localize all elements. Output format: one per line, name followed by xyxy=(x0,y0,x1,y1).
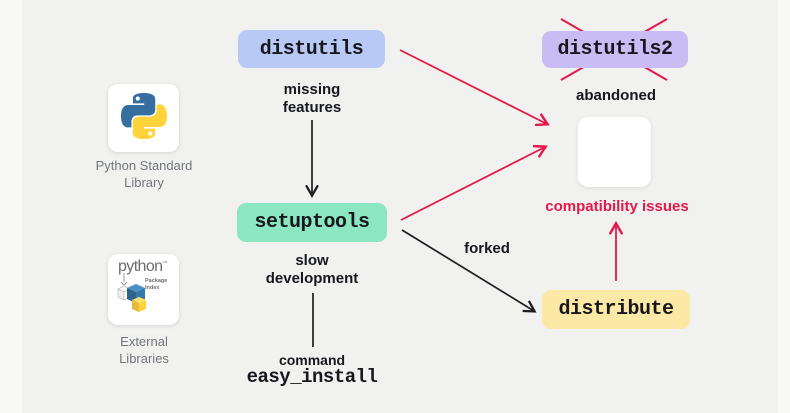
python-standard-library-card xyxy=(108,84,179,152)
left-edge-strip xyxy=(0,0,22,413)
label-slow-development: slow development xyxy=(265,252,359,287)
pypi-card: python™ Package Index xyxy=(108,254,179,325)
arrow-distutils-compatibility xyxy=(399,49,550,127)
python-logo-icon xyxy=(120,92,167,144)
arrow-forked xyxy=(401,229,537,313)
external-libraries-label: External Libraries xyxy=(119,334,169,366)
label-abandoned: abandoned xyxy=(575,87,657,104)
node-setuptools: setuptools xyxy=(237,203,387,242)
label-forked: forked xyxy=(464,240,510,257)
trademark-symbol: ™ xyxy=(162,260,167,267)
label-missing-features: missing features xyxy=(282,81,342,116)
node-distribute: distribute xyxy=(542,290,690,329)
right-edge-strip xyxy=(778,0,790,413)
label-command: command xyxy=(278,352,346,368)
arrow-setuptools-compatibility xyxy=(400,144,548,221)
pypi-wordmark: python™ xyxy=(118,258,168,275)
pypi-subtext: Package Index xyxy=(145,278,168,291)
label-compatibility-issues: compatibility issues xyxy=(545,198,689,215)
node-distutils: distutils xyxy=(238,30,385,68)
pypi-cubes-icon xyxy=(115,273,149,318)
blank-logo-card xyxy=(578,117,651,187)
node-distutils2: distutils2 xyxy=(542,31,688,68)
python-standard-library-label: Python Standard Library xyxy=(95,158,193,190)
label-easy-install: easy_install xyxy=(246,366,378,388)
